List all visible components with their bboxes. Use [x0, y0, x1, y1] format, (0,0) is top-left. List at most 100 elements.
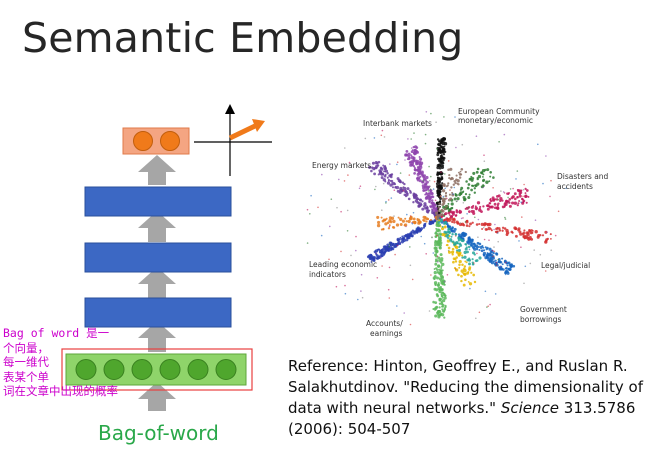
scatter-point: [376, 215, 380, 219]
scatter-point: [455, 146, 457, 149]
scatter-point: [450, 250, 454, 254]
scatter-point: [433, 220, 437, 223]
scatter-point: [546, 237, 549, 241]
scatter-point: [451, 247, 455, 251]
scatter-point: [306, 242, 309, 244]
scatter-point: [479, 205, 482, 208]
scatter-point: [433, 270, 437, 275]
scatter-point: [384, 222, 388, 226]
scatter-point: [344, 284, 346, 287]
scatter-point: [452, 240, 455, 243]
scatter-point: [348, 161, 351, 164]
scatter-point: [485, 180, 489, 184]
scatter-point: [427, 197, 432, 201]
scatter-point: [471, 258, 474, 261]
scatter-point: [439, 271, 443, 275]
scatter-point: [482, 246, 485, 249]
scatter-point: [402, 189, 405, 192]
scatter-point: [403, 193, 406, 197]
scatter-point: [437, 148, 440, 152]
scatter-point: [502, 191, 505, 193]
scatter-point: [504, 271, 508, 275]
scatter-point: [444, 305, 447, 309]
scatter-point: [474, 216, 476, 219]
scatter-point: [407, 138, 409, 140]
scatter-point: [520, 189, 523, 192]
scatter-point: [419, 165, 423, 170]
scatter-point: [447, 228, 450, 231]
scatter-point: [528, 235, 532, 240]
scatter-point: [396, 163, 398, 166]
scatter-point: [401, 181, 405, 184]
scatter-point: [434, 231, 438, 235]
scatter-point: [466, 258, 470, 262]
scatter-point: [435, 182, 439, 186]
scatter-point: [437, 163, 441, 167]
scatter-point: [434, 199, 437, 202]
scatter-point: [407, 219, 411, 224]
scatter-point: [420, 227, 424, 231]
scatter-point: [373, 250, 377, 254]
input-highlight-frame: [61, 348, 253, 391]
network-diagram: [61, 104, 272, 411]
scatter-point: [478, 223, 481, 225]
scatter-point: [441, 203, 445, 207]
scatter-point: [434, 283, 437, 286]
scatter-point: [338, 178, 340, 181]
scatter-point: [516, 170, 519, 172]
scatter-point: [469, 177, 472, 181]
scatter-point: [456, 197, 460, 201]
scatter-point: [419, 170, 422, 174]
scatter-point: [435, 240, 437, 243]
scatter-point: [392, 219, 396, 224]
scatter-point: [424, 216, 427, 219]
scatter-point: [457, 171, 460, 174]
scatter-point: [513, 226, 517, 230]
scatter-point: [425, 220, 428, 223]
scatter-point: [374, 161, 378, 165]
scatter-point: [435, 252, 438, 255]
scatter-point: [477, 174, 482, 179]
scatter-point: [524, 195, 528, 199]
cluster-label-european-line: monetary/economic: [458, 116, 533, 125]
scatter-point: [406, 213, 408, 216]
scatter-point: [335, 285, 338, 288]
scatter-point: [525, 201, 528, 204]
scatter-point: [517, 228, 520, 232]
scatter-point: [415, 177, 419, 180]
scatter-point: [467, 271, 470, 273]
scatter-point: [393, 182, 396, 185]
scatter-point: [380, 248, 384, 253]
cluster-label-energy: Energy markets: [312, 161, 371, 170]
scatter-point: [468, 248, 471, 251]
scatter-point: [438, 246, 442, 249]
scatter-point: [477, 236, 479, 238]
scatter-point: [488, 205, 491, 208]
scatter-point: [425, 111, 428, 113]
scatter-point: [430, 204, 435, 209]
scatter-point: [478, 248, 481, 252]
scatter-point: [442, 150, 445, 153]
scatter-point: [450, 186, 453, 189]
scatter-point: [441, 137, 445, 142]
scatter-point: [430, 192, 434, 196]
scatter-point: [306, 208, 309, 211]
scatter-point: [416, 168, 420, 172]
scatter-point: [490, 261, 495, 265]
scatter-point: [442, 153, 446, 156]
scatter-point: [405, 150, 409, 153]
scatter-point: [368, 165, 372, 169]
scatter-point: [492, 198, 495, 202]
scatter-point: [488, 180, 491, 183]
input-node: [215, 359, 237, 380]
scatter-point: [436, 138, 440, 141]
scatter-point: [426, 211, 430, 214]
scatter-point: [378, 248, 381, 251]
scatter-point: [475, 223, 479, 226]
scatter-point: [482, 226, 485, 229]
scatter-point: [464, 260, 467, 263]
scatter-point: [488, 239, 490, 241]
scatter-point: [523, 183, 525, 186]
scatter-point: [411, 149, 414, 152]
scatter-point: [361, 296, 364, 299]
